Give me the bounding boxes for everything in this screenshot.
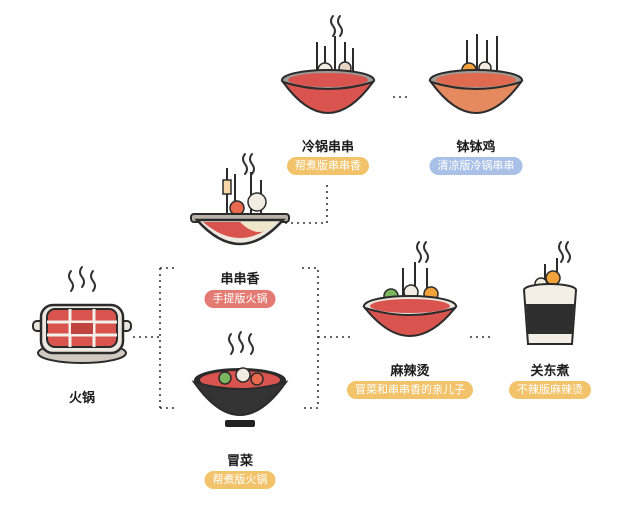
node-oden-tag: 不辣版麻辣烫 — [509, 381, 591, 399]
node-lengguo-tag: 帮煮版串串香 — [287, 157, 369, 175]
skewer-bowl-icon — [362, 241, 458, 337]
node-hotpot: 火锅 — [12, 265, 152, 415]
node-lengguo: 冷锅串串 帮煮版串串香 — [258, 12, 398, 177]
skewer-bowl-icon — [428, 34, 524, 114]
skewer-bowl-icon — [280, 15, 376, 114]
node-hotpot-name: 火锅 — [68, 391, 95, 406]
steam-icon — [416, 241, 429, 263]
skewer-pot-icon — [190, 153, 290, 246]
node-malatang-name: 麻辣烫 — [390, 364, 430, 379]
node-lengguo-name: 冷锅串串 — [301, 140, 354, 155]
hotpot-pot-icon — [32, 266, 132, 364]
node-maocai-tag: 帮煮版火锅 — [204, 471, 276, 489]
steam-icon — [228, 331, 254, 355]
node-bobo: 钵钵鸡 清凉版冷锅串串 — [406, 12, 546, 177]
node-chuanchuan-name: 串串香 — [220, 272, 260, 287]
node-malatang: 麻辣烫 冒菜和串串香的亲儿子 — [340, 238, 480, 408]
steam-icon — [330, 15, 343, 37]
steam-icon — [68, 266, 96, 292]
steam-icon — [242, 153, 255, 175]
node-malatang-tag: 冒菜和串串香的亲儿子 — [347, 381, 473, 399]
node-maocai: 冒菜 帮煮版火锅 — [170, 330, 310, 500]
oden-cup-icon — [523, 241, 577, 345]
node-maocai-name: 冒菜 — [226, 454, 253, 469]
node-chuanchuan: 串串香 手提版火锅 — [170, 150, 310, 310]
node-oden-name: 关东煮 — [530, 364, 570, 379]
node-oden: 关东煮 不辣版麻辣烫 — [480, 238, 620, 408]
node-bobo-tag: 清凉版冷锅串串 — [429, 157, 523, 175]
dark-bowl-icon — [191, 331, 289, 427]
steam-icon — [558, 241, 571, 263]
node-chuanchuan-tag: 手提版火锅 — [204, 290, 276, 308]
node-bobo-name: 钵钵鸡 — [456, 140, 496, 155]
